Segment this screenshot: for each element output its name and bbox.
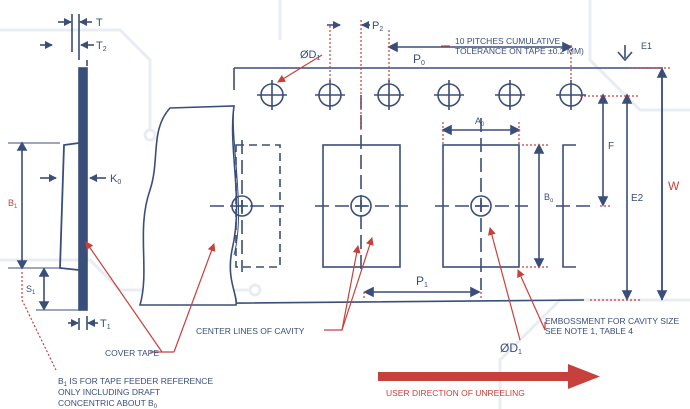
label-t: T xyxy=(96,17,103,29)
label-w: W xyxy=(668,179,680,193)
cavity-hole-1 xyxy=(231,195,253,217)
label-a0: A0 xyxy=(475,116,485,128)
label-f: F xyxy=(608,141,614,152)
label-center-lines: CENTER LINES OF CAVITY xyxy=(196,326,305,336)
label-b0: Bo xyxy=(544,192,554,204)
b1-note-line1: B1 IS FOR TAPE FEEDER REFERENCE xyxy=(58,376,213,388)
red-leaders xyxy=(21,20,672,371)
side-pocket xyxy=(59,142,80,271)
label-cover-tape: COVER TAPE xyxy=(105,348,159,358)
label-d1-top: ØD1 xyxy=(300,49,321,62)
label-e2: E2 xyxy=(631,193,644,204)
label-t2: T2 xyxy=(96,40,107,53)
label-e1: E1 xyxy=(641,41,652,51)
label-p0: P0 xyxy=(413,52,425,67)
label-p2: P2 xyxy=(372,20,383,33)
label-d1-bottom: ØD1 xyxy=(500,341,522,356)
label-s1: S1 xyxy=(26,284,36,296)
direction-arrow xyxy=(378,364,600,389)
cavity-hole-2 xyxy=(350,195,372,217)
pitch-note-line1: 10 PITCHES CUMULATIVE xyxy=(455,36,561,46)
tape-side-profile xyxy=(78,67,88,311)
b1-note-line2: ONLY INCLUDING DRAFT xyxy=(58,387,160,397)
cover-tape-shape xyxy=(138,105,238,306)
label-b1: B1 xyxy=(8,198,18,210)
pitch-note-line2: TOLERANCE ON TAPE ±0.2 MM) xyxy=(455,46,584,56)
label-embossment-line1: EMBOSSMENT FOR CAVITY SIZE xyxy=(545,316,679,326)
label-direction: USER DIRECTION OF UNREELING xyxy=(386,388,525,398)
label-t1: T1 xyxy=(100,318,111,331)
b1-note-line3: CONCENTRIC ABOUT B0 xyxy=(58,398,158,409)
dimension-arrows xyxy=(8,18,668,327)
label-embossment-line2: SEE NOTE 1, TABLE 4 xyxy=(545,326,633,336)
label-k0: K0 xyxy=(110,173,121,186)
cavity-hole-3 xyxy=(470,195,492,217)
label-p1: P1 xyxy=(416,274,428,289)
sprocket-holes xyxy=(257,80,586,110)
